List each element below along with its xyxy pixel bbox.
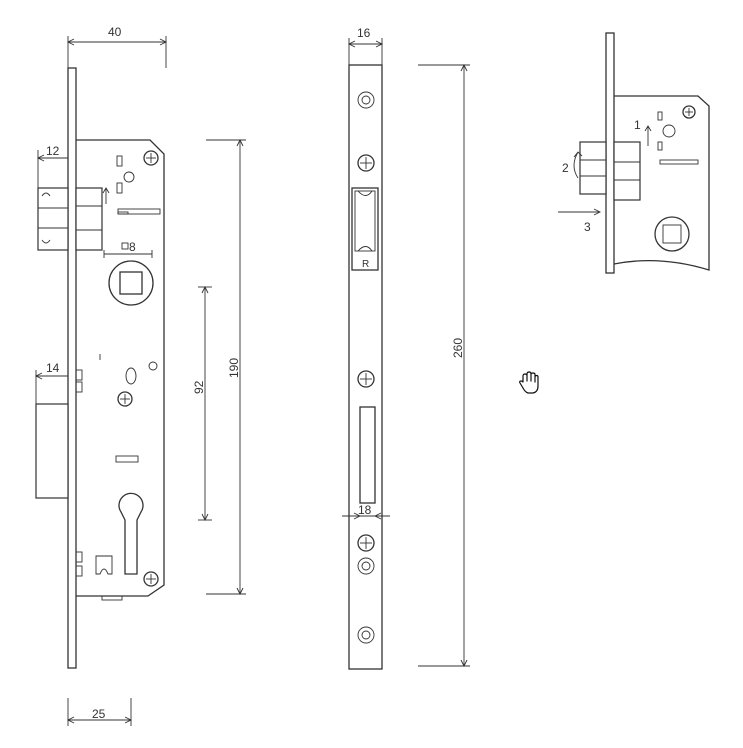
cylinder-cutout [118, 492, 144, 575]
square-size-label: 8 [129, 240, 136, 254]
hand-cursor-icon [519, 371, 539, 394]
arrow-right-icon [558, 208, 602, 216]
width-dimension-label: 40 [108, 25, 122, 39]
latch-letter-label: R [362, 259, 369, 270]
thickness-label: 16 [357, 26, 371, 40]
center-distance-label: 92 [192, 380, 206, 394]
case-height-label: 190 [227, 358, 241, 378]
follower-hub [108, 260, 154, 306]
latch-window: R [351, 187, 379, 271]
hole-icon [123, 171, 135, 183]
screw-icon [143, 150, 159, 166]
step-3-label: 3 [584, 220, 591, 234]
step-2-label: 2 [562, 161, 569, 175]
curved-arrow-icon [573, 151, 583, 179]
latch-bolt [37, 187, 103, 251]
mount-hole [357, 626, 375, 644]
front-view: 8 [34, 25, 246, 726]
screw-icon [682, 105, 696, 119]
backset-label: 25 [92, 707, 106, 721]
front-faceplate [67, 67, 77, 669]
detail-view: 1 2 3 [558, 32, 710, 274]
screw-icon [357, 154, 375, 172]
lock-case [76, 139, 165, 597]
length-label: 260 [451, 338, 465, 358]
arrow-up-icon [644, 125, 652, 146]
side-view: R 18 16 260 [342, 26, 470, 670]
slot-hole [125, 367, 137, 385]
arrow-up-icon [102, 187, 110, 204]
deadbolt-slot [359, 406, 376, 504]
latch-offset-label: 12 [46, 144, 60, 158]
deadbolt [35, 403, 69, 499]
screw-icon [357, 534, 375, 552]
step-1-label: 1 [634, 118, 641, 132]
bolt-offset-label: 14 [46, 361, 60, 375]
bolt-hole-label: 18 [358, 503, 372, 517]
screw-icon [117, 391, 133, 407]
mount-hole [357, 91, 375, 109]
screw-icon [357, 370, 375, 388]
screw-icon [143, 571, 159, 587]
side-faceplate [348, 64, 383, 670]
